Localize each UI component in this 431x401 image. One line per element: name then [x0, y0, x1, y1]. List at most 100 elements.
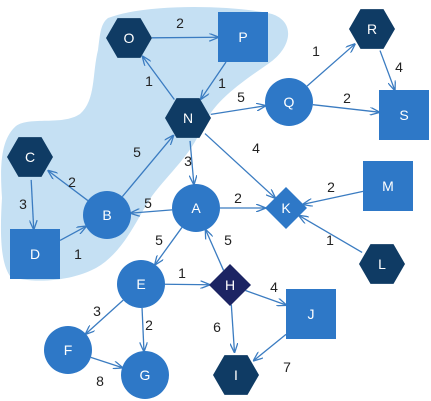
node-h: H — [209, 264, 251, 306]
node-d-square-shape — [10, 229, 60, 279]
edge-weight-label-a-k: 2 — [234, 190, 242, 206]
node-c-hexagon-shape — [7, 137, 53, 177]
node-e-circle-shape — [117, 260, 165, 308]
node-h-diamond-shape — [209, 264, 251, 306]
node-o-label: O — [124, 30, 135, 46]
node-j-square-shape — [286, 289, 336, 339]
edge-h-to-j — [245, 289, 286, 306]
edge-q-to-r — [306, 44, 355, 87]
node-s-label: S — [399, 107, 408, 123]
node-h-label: H — [225, 277, 235, 293]
node-m: M — [363, 161, 413, 211]
edge-weight-label-n-k: 4 — [252, 140, 260, 156]
node-j: J — [286, 289, 336, 339]
edge-d-to-b — [59, 226, 86, 242]
node-k: K — [265, 187, 307, 229]
node-r-hexagon-shape — [349, 9, 395, 49]
node-f-label: F — [64, 342, 73, 358]
node-f: F — [44, 326, 92, 374]
node-l-label: L — [378, 256, 386, 272]
edge-weight-label-r-s: 4 — [395, 59, 403, 75]
edge-n-to-k — [204, 133, 275, 198]
node-c: C — [7, 137, 53, 177]
node-o-hexagon-shape — [106, 18, 152, 58]
node-g-label: G — [140, 367, 151, 383]
edge-weight-label-f-g: 8 — [96, 373, 104, 389]
node-b-label: B — [102, 207, 111, 223]
node-n-label: N — [183, 110, 193, 126]
edge-weight-label-o-p: 2 — [176, 15, 184, 31]
edge-weight-label-l-k: 1 — [326, 232, 334, 248]
node-c-label: C — [25, 149, 35, 165]
edge-weight-label-b-c: 2 — [68, 174, 76, 190]
node-d: D — [10, 229, 60, 279]
edges-layer — [31, 37, 395, 367]
edge-weight-label-c-d: 3 — [19, 196, 27, 212]
node-i-hexagon-shape — [213, 355, 259, 395]
edge-weight-label-n-o: 1 — [145, 73, 153, 89]
node-s-square-shape — [379, 90, 429, 140]
edge-weight-label-q-r: 1 — [312, 43, 320, 59]
edge-b-to-c — [48, 171, 89, 202]
node-p: P — [218, 12, 268, 62]
edge-m-to-k — [303, 190, 364, 204]
edge-weight-label-j-i: 7 — [283, 359, 291, 375]
edge-e-to-f — [86, 299, 124, 334]
edge-c-to-d — [31, 179, 34, 229]
node-r: R — [349, 9, 395, 49]
node-e-label: E — [136, 276, 145, 292]
node-k-diamond-shape — [265, 187, 307, 229]
node-a-circle-shape — [172, 184, 220, 232]
edge-n-to-a — [190, 140, 194, 184]
edge-a-to-b — [131, 210, 173, 213]
edge-weight-label-b-n: 5 — [133, 144, 141, 160]
edge-weight-label-e-g: 2 — [145, 317, 153, 333]
edge-weight-label-p-n: 1 — [218, 75, 226, 91]
edge-h-to-a — [206, 230, 225, 271]
edge-f-to-g — [90, 356, 122, 367]
edge-weight-label-m-k: 2 — [327, 179, 335, 195]
node-s: S — [379, 90, 429, 140]
edge-weight-label-e-h: 1 — [178, 265, 186, 281]
node-n-hexagon-shape — [165, 98, 211, 138]
edge-b-to-n — [121, 136, 173, 197]
edge-n-to-o — [143, 57, 175, 100]
edge-weight-label-q-s: 2 — [343, 90, 351, 106]
edge-l-to-k — [299, 216, 363, 253]
node-e: E — [117, 260, 165, 308]
edge-e-to-g — [142, 307, 144, 351]
node-r-label: R — [367, 21, 377, 37]
node-i: I — [213, 355, 259, 395]
node-l: L — [359, 244, 405, 284]
node-q-circle-shape — [265, 78, 313, 126]
node-f-circle-shape — [44, 326, 92, 374]
edge-weight-label-h-a: 5 — [224, 232, 232, 248]
edge-j-to-i — [254, 333, 287, 360]
node-k-label: K — [281, 200, 291, 216]
node-b-circle-shape — [83, 191, 131, 239]
edge-p-to-n — [201, 61, 227, 99]
edge-weight-label-a-b: 5 — [144, 195, 152, 211]
edge-weight-label-n-a: 3 — [184, 153, 192, 169]
node-b: B — [83, 191, 131, 239]
edge-h-to-i — [231, 304, 234, 352]
edge-o-to-p — [151, 37, 218, 38]
node-p-square-shape — [218, 12, 268, 62]
node-q-label: Q — [284, 94, 295, 110]
node-m-square-shape — [363, 161, 413, 211]
edge-weight-label-h-j: 4 — [270, 279, 278, 295]
edge-a-to-e — [155, 227, 183, 264]
node-a: A — [172, 184, 220, 232]
edge-q-to-s — [312, 104, 379, 112]
edge-n-to-q — [210, 106, 266, 116]
node-p-label: P — [238, 29, 247, 45]
node-i-label: I — [234, 367, 238, 383]
edge-r-to-s — [379, 50, 395, 90]
edge-weight-label-d-b: 1 — [74, 246, 82, 262]
node-l-hexagon-shape — [359, 244, 405, 284]
node-j-label: J — [308, 306, 315, 322]
node-g-circle-shape — [121, 351, 169, 399]
edge-weight-label-e-f: 3 — [93, 303, 101, 319]
